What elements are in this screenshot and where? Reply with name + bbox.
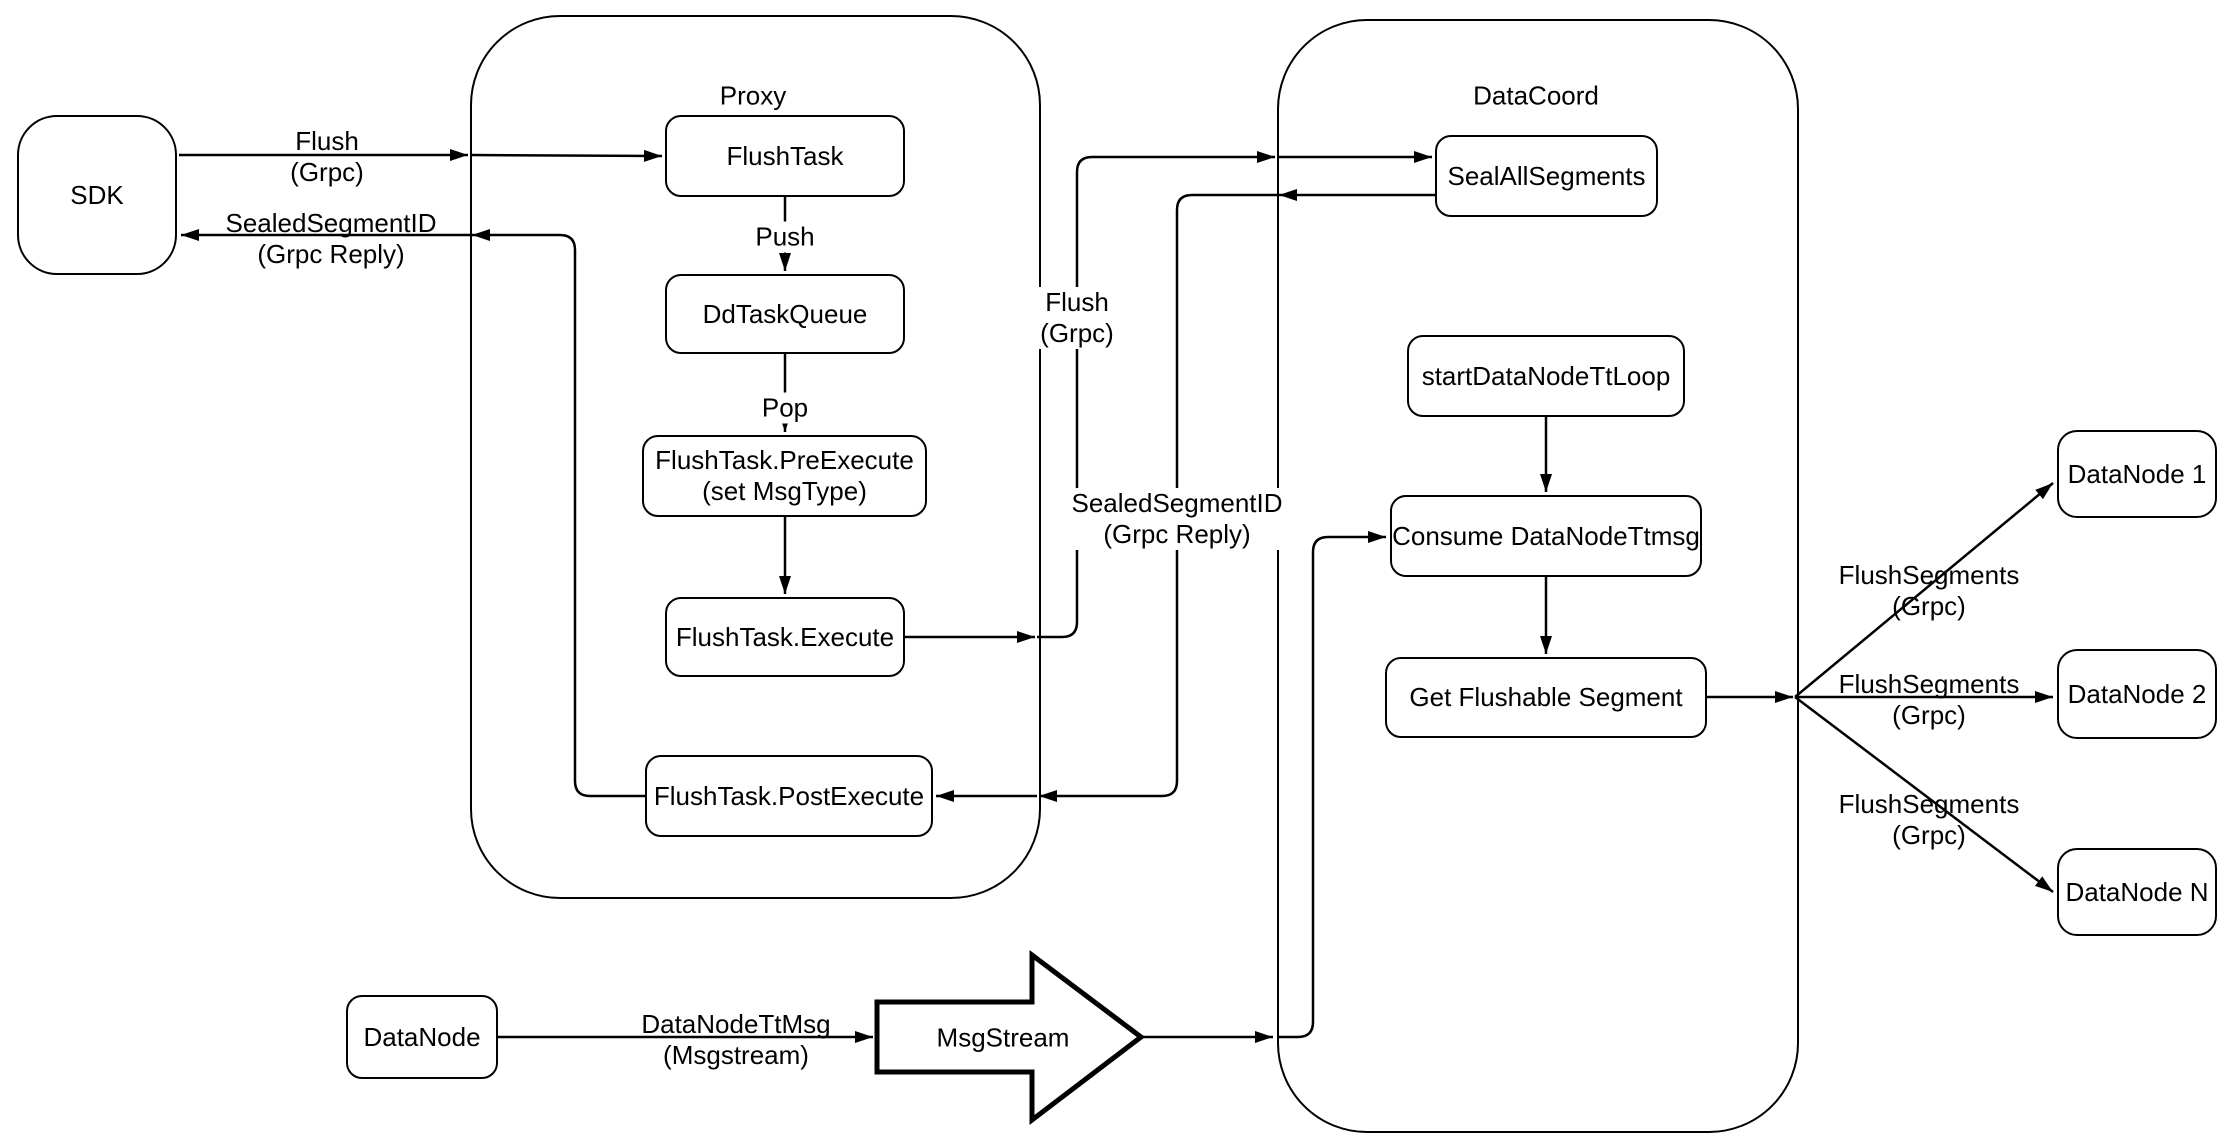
edge-label-sealed-mid: SealedSegmentID (Grpc Reply)	[1067, 488, 1287, 550]
edge-proxy-edge-to-datacoord	[1037, 151, 1275, 639]
edge-datacoord-edge-to-consume	[1277, 531, 1386, 1039]
edge-fan-to-datanoden	[1794, 696, 2054, 893]
edge-label-sealed-sdk: SealedSegmentID (Grpc Reply)	[225, 208, 436, 270]
edge-label-flushsegments-3-line1: FlushSegments	[1838, 789, 2020, 819]
node-datanode-source-label: DataNode	[363, 1021, 481, 1052]
edge-label-flush-mid-line1: Flush	[1045, 287, 1109, 317]
node-ddtaskqueue: DdTaskQueue	[665, 274, 905, 354]
edge-label-datanodettmsg: DataNodeTtMsg (Msgstream)	[641, 1009, 830, 1071]
edge-label-flushsegments-1-line1: FlushSegments	[1838, 560, 2020, 590]
node-sdk: SDK	[17, 115, 177, 275]
node-sealallsegments-label: SealAllSegments	[1447, 160, 1646, 191]
node-datanode-source: DataNode	[346, 995, 498, 1079]
node-flushtask: FlushTask	[665, 115, 905, 197]
node-datanode-1-label: DataNode 1	[2067, 458, 2207, 489]
node-datanode-n: DataNode N	[2057, 848, 2217, 936]
node-ddtaskqueue-label: DdTaskQueue	[702, 298, 868, 329]
edge-label-flush-sdk-line2: (Grpc)	[290, 157, 364, 187]
node-execute-label: FlushTask.Execute	[675, 621, 895, 652]
node-preexecute-label-line2: (set MsgType)	[702, 476, 867, 506]
edge-label-flush-mid: Flush (Grpc)	[1036, 287, 1118, 349]
edge-postexecute-to-proxy-edge	[472, 229, 645, 798]
node-startdatanodettloop: startDataNodeTtLoop	[1407, 335, 1685, 417]
edge-label-sealed-sdk-line2: (Grpc Reply)	[257, 239, 405, 269]
proxy-title: Proxy	[719, 80, 787, 111]
edge-label-flushsegments-2-line1: FlushSegments	[1838, 669, 2020, 699]
edge-proxy-to-flushtask	[469, 149, 663, 162]
edge-label-sealed-sdk-line1: SealedSegmentID	[225, 208, 437, 238]
edge-label-flushsegments-1: FlushSegments (Grpc)	[1839, 560, 2020, 622]
edge-label-push-text: Push	[755, 221, 815, 252]
datacoord-container	[1277, 19, 1799, 1133]
node-datanode-n-label: DataNode N	[2065, 876, 2209, 907]
edge-label-pop: Pop	[757, 392, 813, 424]
edge-label-sealed-mid-line2: (Grpc Reply)	[1103, 519, 1251, 549]
node-consumedatanodettmsg-label: Consume DataNodeTtmsg	[1392, 520, 1700, 551]
node-preexecute-label-line1: FlushTask.PreExecute	[655, 445, 914, 475]
edge-label-sealed-mid-line1: SealedSegmentID	[1071, 488, 1283, 518]
node-startdatanodettloop-label: startDataNodeTtLoop	[1421, 360, 1671, 391]
node-datanode-2: DataNode 2	[2057, 649, 2217, 739]
edge-label-datanodettmsg-line1: DataNodeTtMsg	[641, 1009, 831, 1039]
edge-label-pop-text: Pop	[761, 392, 809, 423]
node-getflushablesegment: Get Flushable Segment	[1385, 657, 1707, 738]
edge-label-flush-sdk: Flush (Grpc)	[290, 126, 364, 188]
edge-fan-to-datanode1	[1794, 482, 2054, 698]
node-flushtask-label: FlushTask	[726, 140, 844, 171]
edge-label-flushsegments-2: FlushSegments (Grpc)	[1839, 669, 2020, 731]
node-execute: FlushTask.Execute	[665, 597, 905, 677]
edge-label-flushsegments-3-line2: (Grpc)	[1892, 820, 1966, 850]
node-datanode-1: DataNode 1	[2057, 430, 2217, 518]
msgstream-arrow-shape	[874, 949, 1146, 1126]
edge-label-push: Push	[751, 221, 819, 253]
proxy-container	[470, 15, 1041, 899]
edge-label-flushsegments-2-line2: (Grpc)	[1892, 700, 1966, 730]
node-postexecute-label: FlushTask.PostExecute	[653, 780, 925, 811]
node-sealallsegments: SealAllSegments	[1435, 135, 1658, 217]
msgstream-label: MsgStream	[936, 1022, 1070, 1053]
node-datanode-2-label: DataNode 2	[2067, 678, 2207, 709]
node-getflushablesegment-label: Get Flushable Segment	[1409, 682, 1683, 712]
edge-label-flush-mid-line2: (Grpc)	[1040, 318, 1114, 348]
node-preexecute: FlushTask.PreExecute (set MsgType)	[642, 435, 927, 517]
edge-label-datanodettmsg-line2: (Msgstream)	[663, 1040, 809, 1070]
node-sdk-label: SDK	[70, 179, 124, 210]
datacoord-title: DataCoord	[1473, 80, 1599, 111]
edge-label-flush-sdk-line1: Flush	[295, 126, 359, 156]
node-postexecute: FlushTask.PostExecute	[645, 755, 933, 837]
node-consumedatanodettmsg: Consume DataNodeTtmsg	[1390, 495, 1702, 577]
edge-label-flushsegments-1-line2: (Grpc)	[1892, 591, 1966, 621]
edge-label-flushsegments-3: FlushSegments (Grpc)	[1839, 789, 2020, 851]
